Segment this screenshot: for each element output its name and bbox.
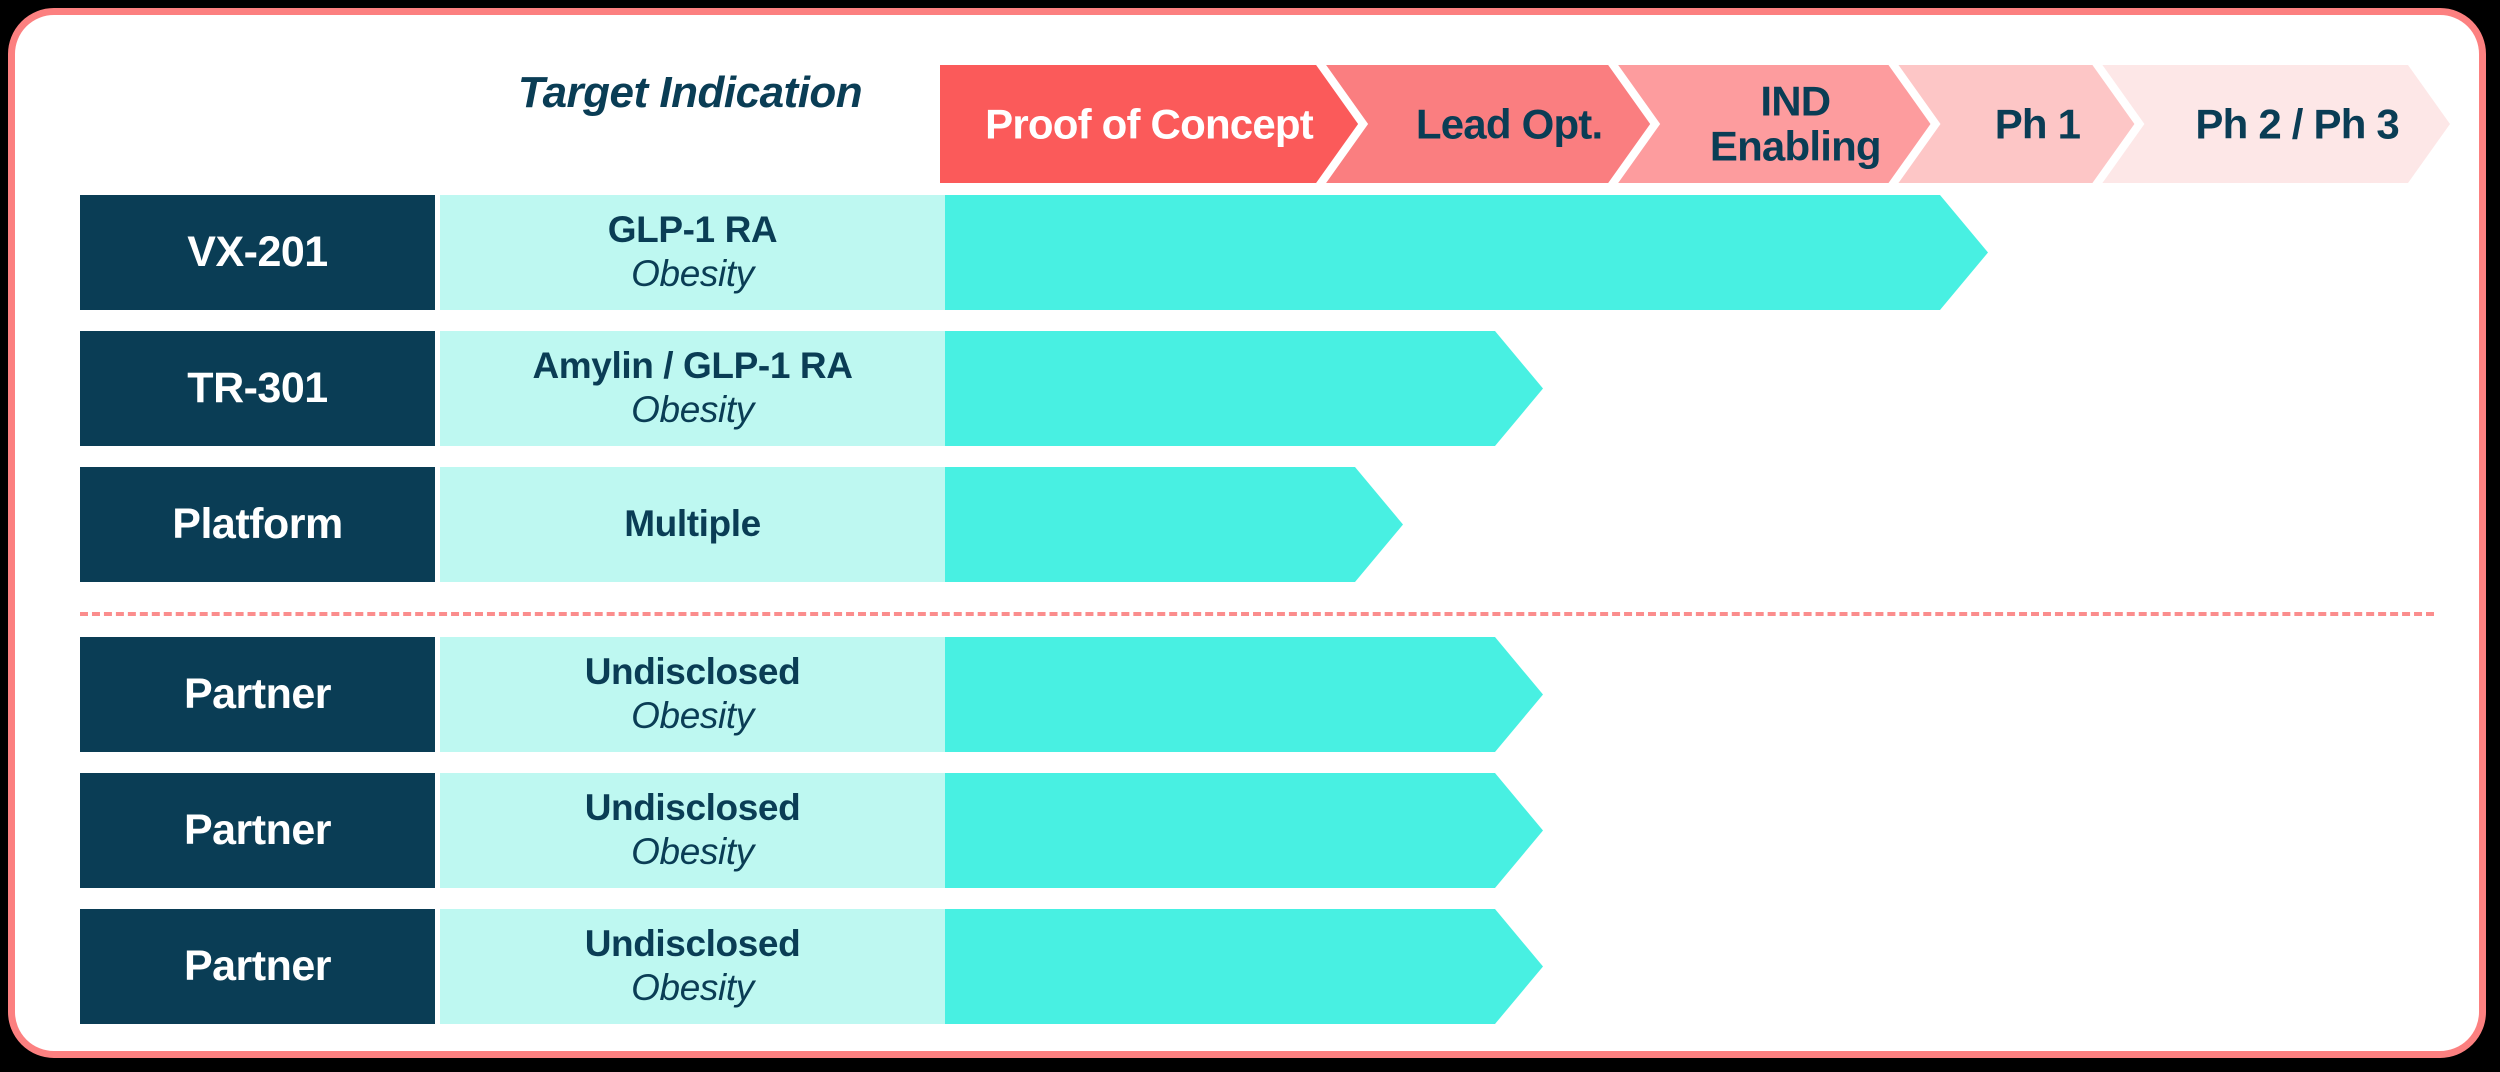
target-indication-cell: Multiple xyxy=(440,467,945,582)
progress-bar[interactable] xyxy=(945,195,1988,310)
target-text: Undisclosed xyxy=(584,787,801,829)
progress-bar-area xyxy=(945,909,2479,1024)
progress-bar-area xyxy=(945,331,2479,446)
phase-label: Ph 2 / Ph 3 xyxy=(2195,100,2399,148)
phase-chevron xyxy=(1618,65,1931,183)
target-text: Undisclosed xyxy=(584,923,801,965)
phase-label: Proof of Concept xyxy=(985,100,1314,148)
phase-chevron xyxy=(1326,65,1651,183)
disease-text: Obesity xyxy=(631,389,754,430)
phase-chevron xyxy=(2102,65,2450,183)
progress-bar-area xyxy=(945,195,2479,310)
progress-bar[interactable] xyxy=(945,331,1543,446)
phase-axis: Proof of Concept Lead Opt. IND Enabling Ph … xyxy=(940,65,2450,183)
phase-chevron xyxy=(1898,65,2135,183)
program-name-cell: Partner xyxy=(80,773,435,888)
program-name-cell: Platform xyxy=(80,467,435,582)
progress-bar-area xyxy=(945,637,2479,752)
section-divider xyxy=(15,603,2479,624)
progress-bar-area xyxy=(945,467,2479,582)
disease-text: Obesity xyxy=(631,253,754,294)
program-name-cell: TR-301 xyxy=(80,331,435,446)
disease-text: Obesity xyxy=(631,695,754,736)
phase-label: Lead Opt. xyxy=(1415,100,1603,148)
target-text: Multiple xyxy=(624,503,761,545)
progress-bar-area xyxy=(945,773,2479,888)
disease-text: Obesity xyxy=(631,967,754,1008)
disease-text: Obesity xyxy=(631,831,754,872)
progress-bar[interactable] xyxy=(945,773,1543,888)
pipeline-header: Target Indication Proof of Concept Lead O… xyxy=(15,15,2479,195)
phase-chevron xyxy=(940,65,1359,183)
program-name-cell: VX-201 xyxy=(80,195,435,310)
dashed-line xyxy=(80,612,2434,616)
pipeline-card: Target Indication Proof of Concept Lead O… xyxy=(8,8,2486,1058)
target-text: GLP-1 RA xyxy=(607,209,778,251)
progress-bar[interactable] xyxy=(945,467,1403,582)
progress-bar[interactable] xyxy=(945,909,1543,1024)
column-header-target-indication: Target Indication xyxy=(517,68,863,117)
pipeline-row[interactable]: Platform Multiple xyxy=(15,467,2479,582)
program-name-cell: Partner xyxy=(80,909,435,1024)
phase-label: Ph 1 xyxy=(1994,100,2081,148)
phase-label: IND Enabling xyxy=(1709,77,1882,170)
target-text: Amylin / GLP-1 RA xyxy=(532,345,853,387)
progress-bar[interactable] xyxy=(945,637,1543,752)
program-name-cell: Partner xyxy=(80,637,435,752)
target-text: Undisclosed xyxy=(584,651,801,693)
